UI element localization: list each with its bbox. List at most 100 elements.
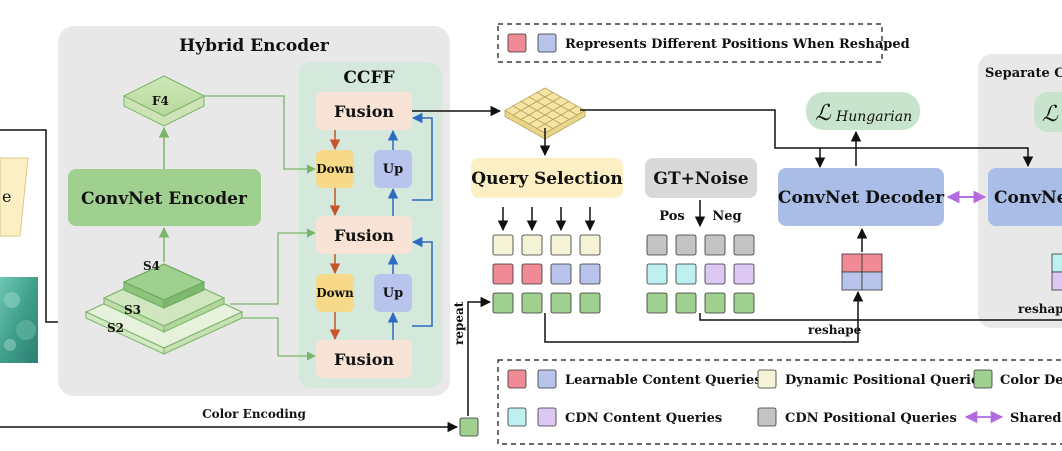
query-selection-box	[471, 158, 623, 198]
fusion-mid-box	[316, 216, 412, 254]
ccff-blue-loop-2	[411, 236, 433, 327]
legend-learnable-content: Learnable Content Queries	[565, 373, 762, 388]
s2-to-fusion-arrow	[242, 317, 316, 361]
reshape-label-2: reshape	[1018, 302, 1062, 316]
color-encoding-square	[459, 417, 479, 437]
f4-label: F4	[152, 94, 169, 108]
cdn-color-query	[646, 292, 668, 314]
fusion-bottom-box	[316, 340, 412, 378]
color-query	[521, 292, 543, 314]
legend-dynamic-positional: Dynamic Positional Queries	[785, 373, 987, 388]
up-box-2	[374, 274, 412, 312]
dynamic-positional-query	[550, 234, 572, 256]
fusion-top-box	[316, 92, 412, 130]
legend-cdn-purple	[537, 407, 557, 427]
convnet-encoder-box	[68, 169, 261, 226]
s3-label: S3	[124, 303, 141, 317]
ccff-blue-loop-1	[411, 112, 433, 201]
s3-to-fusion-arrow	[230, 228, 316, 305]
up-box-1	[374, 150, 412, 188]
fusion-bottom-label: Fusion	[334, 350, 394, 369]
cdn-content-query	[675, 263, 697, 285]
query-selection-label: Query Selection	[471, 169, 622, 189]
neg-label: Neg	[712, 209, 741, 224]
legend-cdn-gray	[757, 407, 777, 427]
cdn-positional-query	[704, 234, 726, 256]
dynamic-positional-query	[492, 234, 514, 256]
down-box-1	[316, 150, 354, 188]
cdn-reshape-line	[699, 313, 1062, 321]
cdn-positional-query	[646, 234, 668, 256]
up-label-2: Up	[383, 286, 403, 301]
convnet-decoder-2-box-front	[988, 168, 1062, 226]
convnet-decoder-2-label-front: ConvNe	[994, 188, 1062, 208]
legend-color-square	[973, 369, 993, 389]
gt-noise-box	[645, 158, 757, 198]
convnet-encoder-label: ConvNet Encoder	[81, 189, 248, 209]
hungarian-loss-subscript: Hungarian	[835, 109, 912, 125]
legend-blue-square	[537, 33, 557, 53]
down-label-1: Down	[316, 162, 354, 176]
legend-cdn-positional: CDN Positional Queries	[785, 411, 957, 426]
color-encoding-label: Color Encoding	[202, 407, 306, 421]
reshape-block	[841, 253, 883, 291]
f4-to-ccff-arrow	[204, 95, 316, 174]
query-selection-arrows	[497, 207, 596, 232]
learnable-content-query	[579, 263, 601, 285]
left-partial-label: e	[2, 187, 11, 206]
color-query	[579, 292, 601, 314]
repeat-label: repeat	[452, 301, 466, 345]
learnable-content-query	[492, 263, 514, 285]
s4-label: S4	[143, 259, 160, 273]
grid-to-decoder-line	[580, 109, 856, 149]
fusion-top-label: Fusion	[334, 102, 394, 121]
loss-partial-symbol: ℒ	[1042, 102, 1059, 127]
legend-shared-partial: Shared	[1010, 411, 1061, 426]
cdn-color-query	[675, 292, 697, 314]
repeat-arrow	[467, 296, 492, 416]
cdn-content-query	[704, 263, 726, 285]
legend-red-square	[507, 33, 527, 53]
color-query	[492, 292, 514, 314]
query-squares	[492, 234, 755, 314]
hybrid-encoder-title: Hybrid Encoder	[179, 36, 330, 56]
gt-noise-label: GT+Noise	[653, 169, 748, 189]
legend-learnable-red	[507, 369, 527, 389]
cdn-positional-query	[733, 234, 755, 256]
dynamic-positional-query	[579, 234, 601, 256]
legend-learnable-blue	[537, 369, 557, 389]
hungarian-loss-symbol: ℒ	[815, 101, 832, 126]
decoder-to-second-decoder-arrow	[856, 147, 1034, 168]
down-label-2: Down	[316, 286, 354, 300]
reshape-block-2-partial	[1051, 253, 1062, 291]
hungarian-loss-box	[806, 92, 920, 130]
ccff-title: CCFF	[343, 68, 394, 88]
convnet-decoder-box	[778, 168, 944, 226]
feature-pyramid: S4 S3 S2	[84, 259, 244, 355]
cdn-positional-query	[675, 234, 697, 256]
loss-partial-box	[1034, 92, 1062, 132]
top-legend-text: Represents Different Positions When Resh…	[565, 37, 910, 52]
fusion-mid-label: Fusion	[334, 226, 394, 245]
separate-partial-label: Separate C	[985, 66, 1062, 81]
learnable-content-query	[521, 263, 543, 285]
input-image-partial: e	[0, 157, 38, 363]
legend-cdn-cyan	[507, 407, 527, 427]
cdn-color-query	[733, 292, 755, 314]
query-reshape-line	[544, 290, 864, 343]
cdn-content-query	[733, 263, 755, 285]
legend-dynamic-square	[757, 369, 777, 389]
up-label-1: Up	[383, 162, 403, 177]
cdn-color-query	[704, 292, 726, 314]
learnable-content-query	[550, 263, 572, 285]
color-query	[550, 292, 572, 314]
bottom-legend-box	[497, 359, 1062, 445]
legend-color-partial: Color Del	[1000, 373, 1062, 388]
legend-cdn-content: CDN Content Queries	[565, 411, 722, 426]
convnet-decoder-label: ConvNet Decoder	[778, 188, 945, 208]
cdn-content-query	[646, 263, 668, 285]
pos-label: Pos	[659, 209, 684, 224]
f4-node: F4	[122, 75, 206, 127]
s2-label: S2	[107, 321, 124, 335]
